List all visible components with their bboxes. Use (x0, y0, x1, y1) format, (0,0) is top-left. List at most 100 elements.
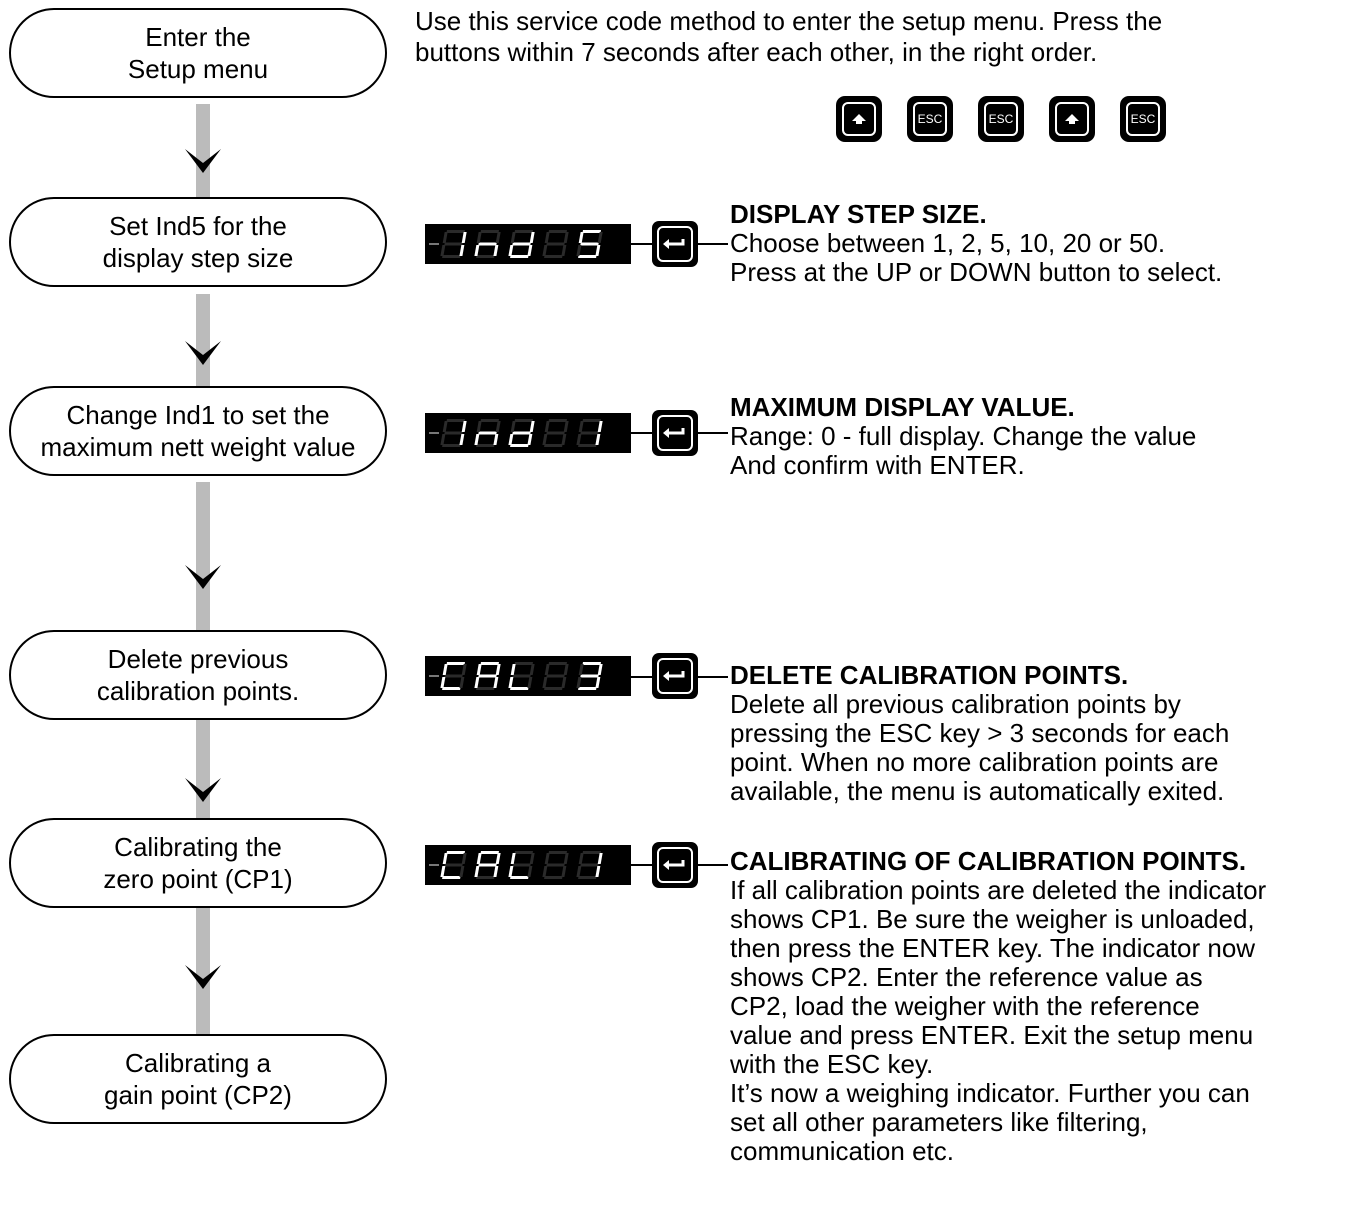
lcd-segment (510, 664, 516, 675)
lcd-segment (440, 677, 446, 688)
lcd-segment (446, 662, 465, 665)
lcd-segment (442, 255, 461, 258)
lcd-segment (578, 853, 584, 864)
lcd-digit (508, 851, 535, 879)
link-line (698, 676, 728, 678)
lcd-segment (476, 853, 482, 864)
lcd-segment (442, 232, 448, 243)
esc-key[interactable]: ESC (1120, 96, 1166, 142)
connector-3 (196, 482, 210, 634)
enter-key[interactable] (652, 410, 698, 456)
lcd-digit (576, 662, 603, 690)
intro-line: Use this service code method to enter th… (415, 6, 1163, 36)
lcd-segment (576, 866, 582, 877)
up-arrow-key[interactable] (836, 96, 882, 142)
lcd-segment (578, 421, 584, 432)
lcd-segment (561, 866, 567, 877)
lcd-display-cal1 (425, 845, 631, 885)
lcd-segment (514, 230, 533, 233)
lcd-segment (546, 242, 565, 246)
lcd-segment (576, 434, 582, 445)
lcd-segment (446, 851, 465, 854)
lcd-segment (474, 866, 480, 877)
lcd-segment (561, 677, 567, 688)
step-delete-calibration: Delete previous calibration points. (9, 630, 387, 720)
lcd-segment (563, 853, 569, 864)
lcd-segment (512, 674, 531, 678)
lcd-segment (597, 853, 603, 864)
lcd-segment (493, 866, 499, 877)
lcd-segment (544, 876, 563, 879)
lcd-segment (442, 687, 461, 690)
lcd-segment (597, 421, 603, 432)
lcd-segment (597, 664, 603, 675)
lcd-dash (429, 432, 439, 434)
lcd-segment (582, 851, 601, 854)
lcd-dash (429, 243, 439, 245)
desc-line: pressing the ESC key > 3 seconds for eac… (730, 718, 1230, 748)
lcd-segment (508, 245, 514, 256)
lcd-segment (510, 444, 529, 447)
enter-icon (663, 239, 685, 249)
lcd-segment (578, 255, 597, 258)
esc-key[interactable]: ESC (907, 96, 953, 142)
lcd-segment (578, 232, 584, 243)
lcd-digit (440, 419, 467, 447)
lcd-segment (459, 434, 465, 445)
enter-key[interactable] (652, 221, 698, 267)
enter-key[interactable] (652, 653, 698, 699)
step-enter-setup: Enter the Setup menu (9, 8, 387, 98)
up-arrow-icon (852, 114, 866, 124)
lcd-segment (576, 245, 582, 256)
lcd-digit (474, 851, 501, 879)
lcd-segment (508, 434, 514, 445)
lcd-segment (476, 232, 482, 243)
step-line: Calibrating a (125, 1048, 271, 1078)
lcd-segment (478, 863, 497, 867)
lcd-segment (578, 687, 597, 690)
lcd-segment (444, 863, 463, 867)
desc-line: Choose between 1, 2, 5, 10, 20 or 50. (730, 228, 1166, 258)
lcd-segment (544, 444, 563, 447)
lcd-segment (512, 863, 531, 867)
chevron-down-icon (185, 565, 221, 589)
desc-line: point. When no more calibration points a… (730, 747, 1219, 777)
step-line: Enter the (145, 22, 251, 52)
lcd-dash (429, 675, 439, 677)
esc-key[interactable]: ESC (978, 96, 1024, 142)
lcd-segment (510, 853, 516, 864)
lcd-segment (527, 677, 533, 688)
lcd-segment (510, 687, 529, 690)
lcd-segment (440, 866, 446, 877)
lcd-segment (542, 677, 548, 688)
lcd-segment (444, 431, 463, 435)
desc-line: communication etc. (730, 1136, 954, 1166)
lcd-segment (542, 245, 548, 256)
lcd-segment (508, 866, 514, 877)
desc-line: shows CP1. Be sure the weigher is unload… (730, 904, 1255, 934)
desc-line: shows CP2. Enter the reference value as (730, 962, 1203, 992)
lcd-segment (461, 232, 467, 243)
desc-heading: DELETE CALIBRATION POINTS. (730, 660, 1129, 690)
connector-2 (196, 294, 210, 396)
chevron-down-icon (185, 149, 221, 173)
lcd-segment (546, 674, 565, 678)
lcd-segment (442, 421, 448, 432)
desc-line: Delete all previous calibration points b… (730, 689, 1181, 719)
lcd-segment (595, 866, 601, 877)
desc-line: CP2, load the weigher with the reference (730, 991, 1200, 1021)
lcd-digit (474, 419, 501, 447)
lcd-segment (563, 232, 569, 243)
lcd-segment (595, 434, 601, 445)
lcd-segment (580, 674, 599, 678)
lcd-segment (442, 876, 461, 879)
enter-key[interactable] (652, 842, 698, 888)
up-arrow-key[interactable] (1049, 96, 1095, 142)
lcd-segment (548, 230, 567, 233)
lcd-segment (478, 431, 497, 435)
lcd-segment (514, 851, 533, 854)
lcd-segment (495, 232, 501, 243)
lcd-segment (576, 677, 582, 688)
lcd-digit (542, 230, 569, 258)
lcd-segment (527, 866, 533, 877)
